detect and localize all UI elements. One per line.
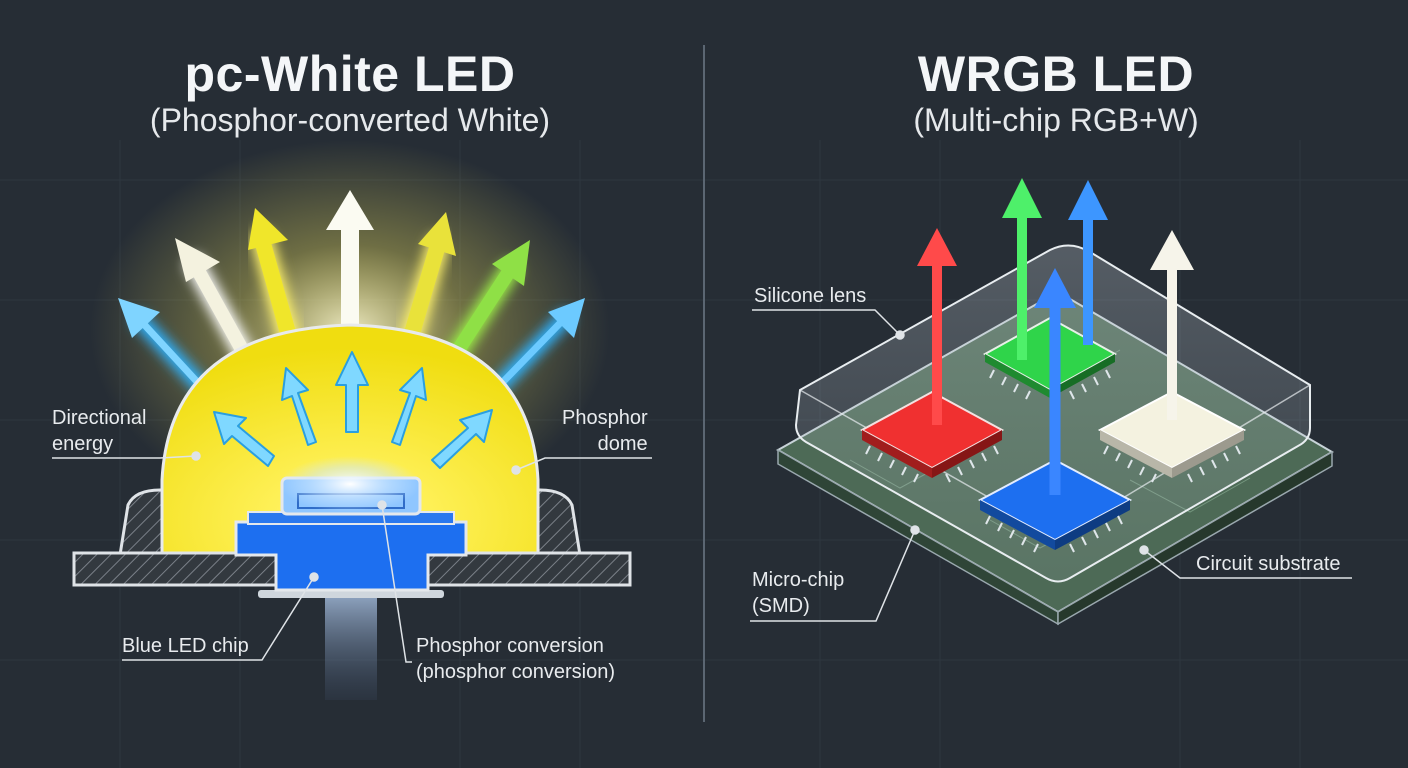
- label-blue-led-chip: Blue LED chip: [122, 635, 249, 657]
- white-micro-chip: [1097, 390, 1247, 478]
- inner-arrow-1: [213, 411, 275, 467]
- label-silicone-lens: Silicone lens: [754, 285, 867, 307]
- inner-arrow-5: [431, 409, 493, 469]
- blue-front-emission-arrow: [1034, 268, 1076, 495]
- blue-led-chip: [234, 520, 468, 592]
- label-directional-energy-line-2: energy: [52, 433, 114, 455]
- substrate-edge-right: [1057, 450, 1333, 626]
- chip-pins: [865, 369, 1241, 553]
- blue-arrow-right: [492, 298, 585, 393]
- white-arrow-center: [326, 190, 374, 347]
- white-emission-arrow: [1150, 230, 1194, 420]
- label-phosphor-dome-line-1: Phosphor: [562, 407, 648, 429]
- right-subtitle: (Multi-chip RGB+W): [913, 102, 1199, 138]
- inner-arrow-4: [391, 367, 427, 446]
- yellow-arrow-right: [399, 212, 456, 351]
- left-title: pc-White LED: [184, 46, 516, 102]
- base-plate-right: [426, 551, 632, 587]
- label-phosphor-dome: Phosphor dome: [562, 405, 648, 457]
- phosphor-dome: [160, 323, 540, 557]
- label-micro-chip: Micro-chip (SMD): [752, 567, 844, 619]
- blue-arrow-left: [118, 298, 208, 393]
- label-circuit-substrate: Circuit substrate: [1196, 553, 1341, 575]
- wrgb-emission-arrows: [917, 178, 1194, 495]
- green-arrow-right: [445, 240, 530, 365]
- right-leader-lines: [750, 309, 1352, 622]
- pc-white-led-illustration: [52, 140, 652, 700]
- inner-arrow-3: [335, 351, 369, 433]
- label-directional-energy: Directional energy: [52, 405, 146, 457]
- label-micro-chip-line-2: (SMD): [752, 595, 810, 617]
- wrgb-led-illustration: [750, 178, 1352, 626]
- blue-back-emission-arrow: [1068, 180, 1108, 345]
- left-leader-lines: [52, 451, 652, 663]
- blue-micro-chip: [977, 458, 1133, 550]
- left-subtitle: (Phosphor-converted White): [149, 102, 551, 138]
- right-title: WRGB LED: [917, 46, 1195, 102]
- label-phosphor-conversion-line-2: (phosphor conversion): [416, 661, 615, 683]
- green-emission-arrow: [1002, 178, 1042, 360]
- label-phosphor-conversion: Phosphor conversion (phosphor conversion…: [416, 633, 615, 685]
- chip-glow: [280, 456, 420, 512]
- inner-conversion-arrows: [213, 351, 493, 469]
- label-phosphor-dome-line-2: dome: [597, 433, 648, 455]
- emitted-light-arrows: [118, 190, 585, 393]
- label-micro-chip-line-1: Micro-chip: [752, 569, 845, 591]
- inner-arrow-2: [281, 367, 317, 446]
- label-phosphor-conversion-line-1: Phosphor conversion: [416, 635, 604, 657]
- base-plate-left: [72, 551, 278, 587]
- red-emission-arrow: [917, 228, 957, 425]
- stem-light: [325, 585, 377, 700]
- red-micro-chip: [859, 390, 1005, 478]
- yellow-arrow-left: [248, 208, 301, 351]
- white-arrow-left: [175, 238, 255, 365]
- label-directional-energy-line-1: Directional: [52, 407, 147, 429]
